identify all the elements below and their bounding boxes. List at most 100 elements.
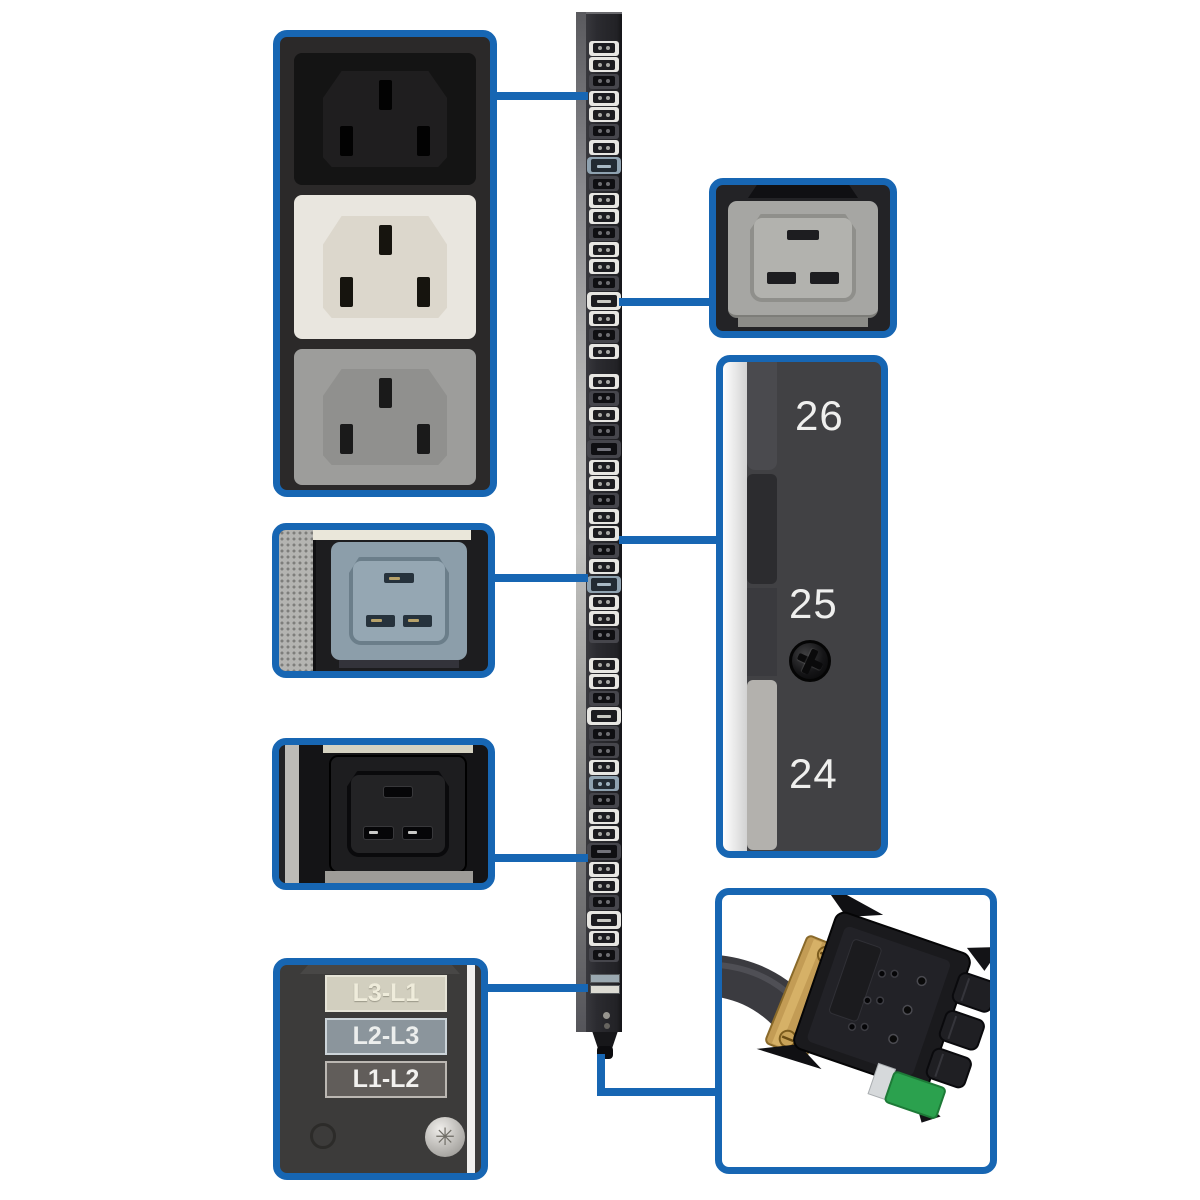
strip-c13-outlet-w xyxy=(589,509,619,525)
callout-line-plug-vertical xyxy=(597,1054,605,1096)
strip-c13-outlet-w xyxy=(589,407,619,423)
strip-c13-outlet-w xyxy=(589,311,619,327)
callout-panel-c19-gray xyxy=(272,523,495,678)
strip-c13-outlet-w xyxy=(589,90,619,106)
outlet-side-segment xyxy=(747,588,777,676)
outlet-section-divider xyxy=(587,360,621,373)
strip-c13-outlet-w xyxy=(589,878,619,894)
strip-c13-outlet-w xyxy=(589,594,619,610)
strip-c13-outlet-w xyxy=(589,559,619,575)
strip-c13-outlet-w xyxy=(589,525,619,541)
strip-c13-outlet-w xyxy=(589,374,619,390)
strip-c13-outlet-k xyxy=(589,176,619,192)
power-connector-illustration xyxy=(722,895,990,1123)
strip-c13-outlet-k xyxy=(589,542,619,558)
module-top-band xyxy=(323,745,473,753)
phillips-screw-icon xyxy=(789,640,831,682)
panel-notch xyxy=(300,965,460,974)
callout-panel-breaker-numbers: 26 25 24 xyxy=(716,355,888,858)
strip-c13-outlet-w xyxy=(589,759,619,775)
green-fuse-block xyxy=(884,1071,946,1119)
outlet-number-24: 24 xyxy=(789,750,838,797)
callout-panel-c13-outlets xyxy=(273,30,497,497)
molded-label-area xyxy=(829,939,882,1022)
strip-c19-outlet-b xyxy=(587,575,621,594)
mounting-hole-icon xyxy=(310,1123,336,1149)
strip-c19-outlet-w xyxy=(587,911,621,929)
module-base xyxy=(738,317,868,327)
strip-c19-outlet-b xyxy=(587,156,621,175)
torx-screw-icon: ✳ xyxy=(425,1117,465,1157)
strip-c13-outlet-k xyxy=(589,327,619,343)
outlet-section-divider xyxy=(587,644,621,657)
strip-c13-outlet-w xyxy=(589,611,619,627)
c13-outlet-black xyxy=(294,53,476,185)
strip-c19-outlet-w xyxy=(587,707,621,725)
strip-c13-outlet-k xyxy=(589,792,619,808)
callout-line-phase-labels xyxy=(483,984,588,992)
callout-panel-c19-black xyxy=(272,738,495,890)
connector-body xyxy=(756,895,990,1123)
photo-edge-highlight xyxy=(467,965,475,1173)
strip-c13-outlet-k xyxy=(589,123,619,139)
strip-c13-outlet-w xyxy=(589,259,619,275)
outlet-side-segment xyxy=(747,362,777,470)
phase-label-l3-l1: L3-L1 xyxy=(325,975,447,1012)
outlet-number-25: 25 xyxy=(789,580,838,627)
callout-line-plug-horizontal xyxy=(597,1088,720,1096)
callout-panel-input-plug xyxy=(715,888,997,1174)
breaker-side-segment xyxy=(747,680,777,850)
strip-c13-outlet-k xyxy=(589,690,619,706)
strip-c13-outlet-k xyxy=(589,390,619,406)
strip-phase-label-plate xyxy=(590,985,620,994)
module-base xyxy=(325,871,473,883)
callout-line-c19-black xyxy=(490,854,588,862)
strip-c13-outlet-w xyxy=(589,107,619,123)
strip-c13-outlet-k xyxy=(589,225,619,241)
strip-c13-outlet-w xyxy=(589,826,619,842)
strip-screw-icon xyxy=(603,1012,610,1019)
strip-c13-outlet-w xyxy=(589,657,619,673)
strip-c13-outlet-w xyxy=(589,140,619,156)
callout-line-breaker xyxy=(619,536,720,544)
strip-c13-outlet-k xyxy=(589,947,619,963)
phase-label-l2-l3: L2-L3 xyxy=(325,1018,447,1055)
pdu-outlet-list xyxy=(587,40,621,963)
strip-c13-outlet-k xyxy=(589,743,619,759)
strip-c13-outlet-w xyxy=(589,674,619,690)
c13-outlet-gray xyxy=(294,349,476,485)
strip-c13-outlet-k xyxy=(589,627,619,643)
strip-c13-outlet-w xyxy=(589,476,619,492)
strip-c13-outlet-k xyxy=(589,492,619,508)
pdu-strip-side-face xyxy=(576,12,586,1032)
perforated-vent-strip xyxy=(279,530,316,671)
photo-edge xyxy=(279,745,285,883)
terminal-fingers xyxy=(925,972,990,1089)
strip-c13-outlet-w xyxy=(589,40,619,56)
strip-c19-outlet-w xyxy=(587,292,621,310)
c19-outlet-gray-module xyxy=(728,201,878,318)
strip-c13-outlet-w xyxy=(589,459,619,475)
callout-panel-c19-gray-top xyxy=(709,178,897,338)
strip-c13-outlet-w xyxy=(589,209,619,225)
c19-outlet-blue-gray-module xyxy=(331,542,467,660)
callout-panel-phase-labels: L3-L1 L2-L3 L1-L2 ✳ xyxy=(273,958,488,1180)
module-top-band xyxy=(313,530,471,540)
strip-c13-outlet-k xyxy=(589,894,619,910)
strip-c13-outlet-w xyxy=(589,192,619,208)
strip-c13-outlet-w xyxy=(589,242,619,258)
outlet-side-segment xyxy=(747,474,777,584)
strip-c19-outlet-k xyxy=(587,842,621,861)
strip-phase-label-plate xyxy=(590,974,620,983)
vent-notch xyxy=(748,185,858,198)
strip-c13-outlet-k xyxy=(589,423,619,439)
strip-c13-outlet-w xyxy=(589,861,619,877)
callout-line-c13-outlets xyxy=(492,92,588,100)
callout-line-c19-gray xyxy=(490,574,588,582)
strip-c13-outlet-k xyxy=(589,726,619,742)
rail-strip xyxy=(285,745,299,883)
strip-c13-outlet-w xyxy=(589,930,619,946)
strip-c13-outlet-k xyxy=(589,73,619,89)
strip-c13-outlet-b xyxy=(589,776,619,792)
